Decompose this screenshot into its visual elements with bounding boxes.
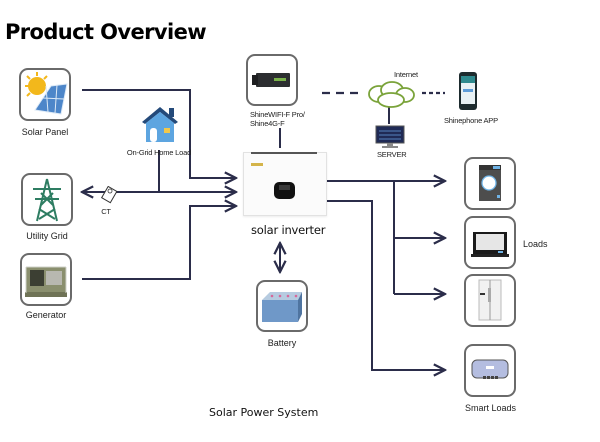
battery-label: Battery: [267, 338, 297, 348]
refrigerator-box: [464, 274, 516, 327]
generator-label: Generator: [25, 310, 67, 320]
washing-machine-box: [464, 157, 516, 210]
diagram-caption: Solar Power System: [209, 406, 319, 419]
wire-generator-to-inverter: [82, 206, 236, 280]
cloud-icon: [368, 81, 415, 108]
wifi-monitor-box: [246, 54, 298, 106]
wire-solar-to-inverter: [82, 89, 236, 178]
transmission-tower-icon: [33, 178, 61, 222]
battery-box: [256, 280, 308, 332]
internet-label: Internet: [394, 70, 418, 79]
generator-icon: [25, 266, 67, 297]
generator-box: [20, 253, 72, 306]
solar-panel-icon: [25, 72, 68, 115]
washing-machine-icon: [479, 165, 501, 201]
solar-panel-label: Solar Panel: [21, 127, 69, 137]
app-label: Shinephone APP: [444, 116, 498, 125]
battery-icon: [262, 292, 302, 322]
inverter-top-bar: [251, 152, 317, 154]
wifi-dongle-icon: [252, 73, 290, 87]
wifi-monitor-label-1: ShineWIFI-F Pro/: [250, 110, 305, 119]
inverter-label: solar inverter: [251, 223, 326, 237]
home-load-label: On-Grid Home Load: [126, 148, 192, 157]
inverter-brand-logo: [251, 163, 263, 166]
refrigerator-icon: [478, 279, 502, 321]
ct-label: CT: [101, 207, 111, 216]
house-icon: [142, 107, 178, 142]
water-heater-icon: [471, 359, 509, 379]
smart-load-box: [464, 344, 516, 397]
server-label: SERVER: [377, 150, 407, 159]
television-icon: [471, 232, 509, 257]
loads-label: Loads: [523, 239, 548, 249]
inverter-display: [274, 182, 295, 199]
tv-box: [464, 216, 516, 269]
wifi-monitor-label-2: Shine4G-F: [250, 119, 285, 128]
smartphone-icon: [459, 72, 477, 110]
utility-grid-label: Utility Grid: [26, 231, 68, 241]
smart-loads-label: Smart Loads: [465, 403, 517, 413]
page-title: Product Overview: [5, 20, 207, 44]
wire-to-smart-loads: [327, 200, 445, 370]
ct-sensor-icon: [100, 186, 118, 204]
solar-inverter: [243, 152, 327, 216]
server-monitor-icon: [375, 125, 405, 148]
utility-grid-box: [21, 173, 73, 226]
solar-panel-box: [19, 68, 71, 121]
